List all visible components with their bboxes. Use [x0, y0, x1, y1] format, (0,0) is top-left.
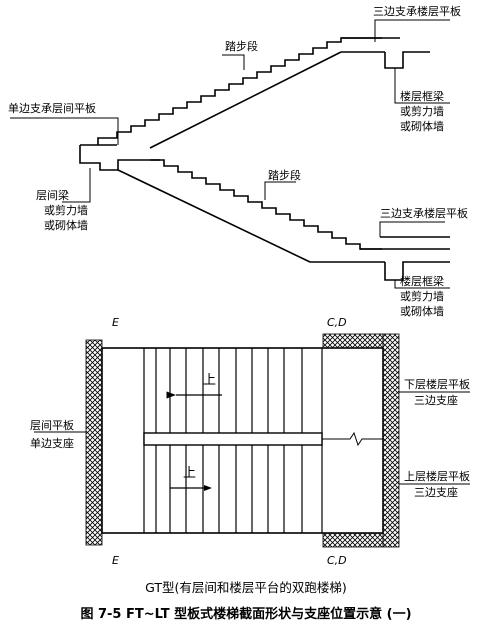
upper-landing-label: 三边支承楼层平板 — [373, 4, 461, 18]
leader-upper-landing — [374, 19, 450, 42]
upper-flight-steps — [97, 37, 382, 145]
upper-beam-label-3: 或砌体墙 — [400, 119, 444, 133]
leader-lower-landing — [379, 221, 445, 237]
grid-cd-bottom: C,D — [327, 554, 347, 567]
lower-beam-label-2: 或剪力墙 — [400, 289, 444, 303]
mid-landing-label: 单边支承层间平板 — [8, 101, 96, 115]
leader-lower-beam — [394, 280, 450, 289]
leader-mid-beam — [62, 168, 91, 203]
plan-view — [34, 333, 470, 548]
grid-e-bottom: E — [112, 554, 119, 567]
figure-subtitle: GT型(有层间和楼层平台的双跑楼梯) — [145, 580, 347, 595]
right-top-support-label-2: 三边支座 — [414, 393, 458, 407]
break-mark — [322, 431, 383, 447]
upper-flight-label: 踏步段 — [225, 39, 258, 53]
lower-flight-soffit — [117, 169, 311, 263]
right-bottom-support-label-1: 上层楼层平板 — [404, 469, 470, 483]
stair-outline — [101, 347, 384, 534]
right-support-hatch-top — [322, 333, 384, 349]
left-support-label-1: 层间平板 — [30, 418, 74, 432]
grid-cd-top: C,D — [327, 316, 347, 329]
right-support-hatch-side — [382, 333, 400, 548]
right-top-support-label-1: 下层楼层平板 — [404, 377, 470, 391]
left-support-label-2: 单边支座 — [30, 436, 74, 450]
up-label-bottom: 上 — [183, 466, 196, 481]
up-label-top: 上 — [203, 373, 216, 388]
leader-upper-flight — [222, 54, 245, 70]
leader-mid-landing — [10, 117, 119, 145]
lower-beam-label-1: 楼层框梁 — [400, 274, 444, 288]
mid-landing-beam — [79, 145, 160, 171]
lower-flight-steps — [150, 159, 382, 250]
lower-landing-label: 三边支承楼层平板 — [380, 206, 468, 220]
leader-upper-beam — [394, 68, 450, 104]
right-bottom-support-label-2: 三边支座 — [414, 485, 458, 499]
up-arrow-bottom-head — [204, 485, 212, 491]
lower-flight-label: 踏步段 — [268, 168, 301, 182]
mid-beam-label-1: 层间梁 — [36, 188, 69, 202]
center-well — [143, 432, 323, 446]
right-support-hatch-bottom — [322, 532, 384, 548]
leader-lower-flight — [264, 181, 296, 200]
grid-e-top: E — [112, 316, 119, 329]
lower-beam-label-3: 或砌体墙 — [400, 304, 444, 318]
upper-floor-beam — [384, 51, 430, 69]
section-view — [10, 19, 450, 289]
upper-flight-soffit — [149, 51, 342, 149]
left-support-hatch — [85, 339, 103, 546]
mid-beam-label-2: 或剪力墙 — [44, 203, 88, 217]
upper-beam-label-2: 或剪力墙 — [400, 104, 444, 118]
mid-beam-label-3: 或砌体墙 — [44, 218, 88, 232]
figure-caption: 图 7-5 FT~LT 型板式楼梯截面形状与支座位置示意 (一) — [80, 606, 411, 622]
upper-beam-label-1: 楼层框梁 — [400, 89, 444, 103]
lower-floor-beam — [384, 261, 450, 281]
